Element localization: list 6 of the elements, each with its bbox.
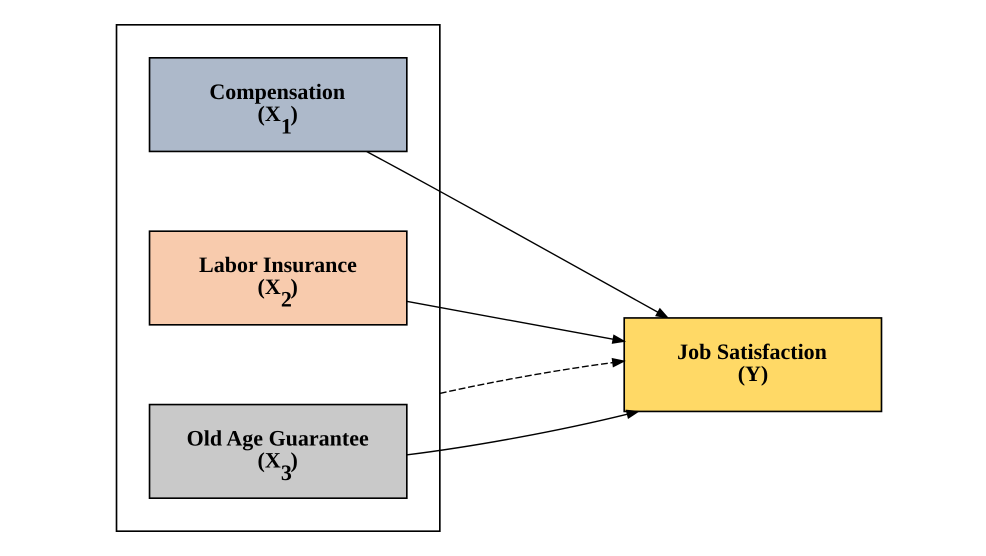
arrow xyxy=(406,410,640,456)
cluster xyxy=(115,24,440,532)
arrow xyxy=(366,150,669,319)
arrow xyxy=(406,300,626,344)
arrow xyxy=(439,358,626,394)
node-box: Job Satisfaction (Y) xyxy=(622,317,882,412)
